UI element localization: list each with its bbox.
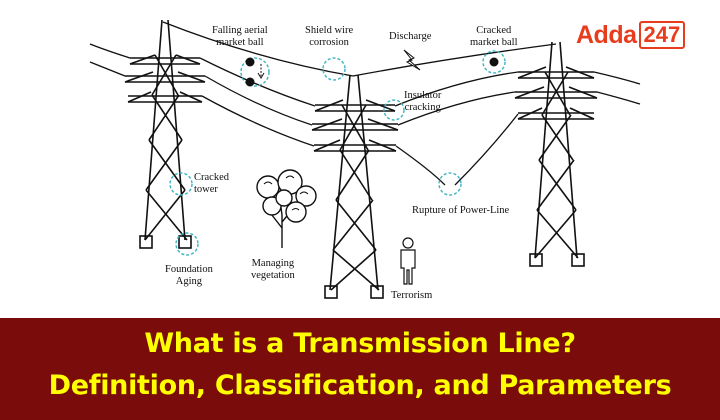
brand-number: 247 <box>638 21 686 49</box>
discharge-icon <box>403 49 421 71</box>
cracked-ball-icon <box>489 57 499 67</box>
label-cracked-tower: Cracked tower <box>194 172 229 195</box>
brand-name: Adda <box>576 20 637 49</box>
highlight-circles <box>169 50 506 256</box>
label-rupture: Rupture of Power-Line <box>412 205 509 217</box>
left-tower <box>124 19 206 249</box>
label-shield-wire: Shield wire corrosion <box>305 25 353 48</box>
label-terrorism: Terrorism <box>391 290 432 302</box>
right-tower <box>514 41 598 267</box>
tree-icon <box>256 169 317 248</box>
label-terrorism-text: Terrorism <box>391 290 433 301</box>
transmission-line-diagram: Falling aerial market ball Shield wire c… <box>89 19 686 302</box>
label-cracked-ball: Cracked market ball <box>470 25 518 48</box>
title-line-1: What is a Transmission Line? <box>144 328 576 359</box>
label-vegetation: Managing vegetation <box>251 258 295 281</box>
label-rupture-text: Rupture of Power-Line <box>412 205 510 216</box>
brand-logo[interactable]: Adda 247 <box>576 20 686 50</box>
label-foundation-text: Foundation Aging <box>165 264 213 287</box>
power-lines <box>89 21 641 186</box>
label-discharge-text: Discharge <box>389 31 432 42</box>
label-vegetation-text: Managing vegetation <box>251 258 295 281</box>
middle-tower <box>311 74 399 299</box>
diagram-drawing <box>89 19 641 299</box>
label-discharge: Discharge <box>389 31 431 43</box>
label-cracked-ball-text: Cracked market ball <box>470 25 518 48</box>
label-insulator: Insulator cracking <box>404 90 441 113</box>
title-banner <box>0 318 720 420</box>
label-cracked-tower-text: Cracked tower <box>194 172 229 195</box>
label-shield-wire-text: Shield wire corrosion <box>305 25 354 48</box>
title-line-2: Definition, Classification, and Paramete… <box>48 370 672 401</box>
person-icon <box>400 237 416 285</box>
label-falling-ball: Falling aerial market ball <box>212 25 268 48</box>
falling-ball-icon <box>245 57 265 87</box>
label-foundation: Foundation Aging <box>165 264 213 287</box>
label-insulator-text: Insulator cracking <box>404 90 442 113</box>
label-falling-ball-text: Falling aerial market ball <box>212 25 268 48</box>
